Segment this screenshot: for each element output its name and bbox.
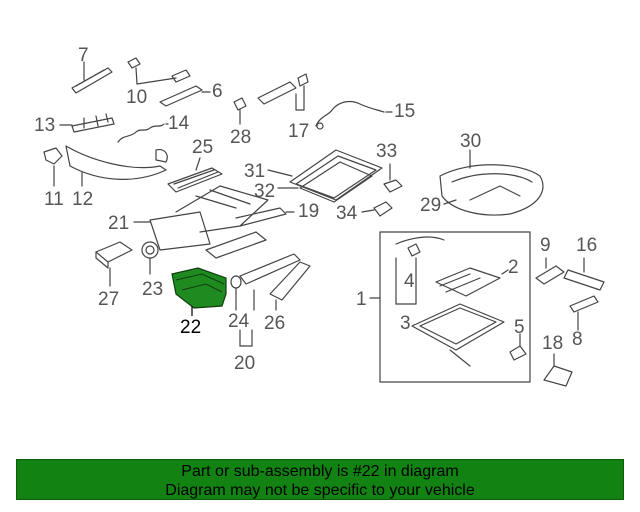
part-22-highlighted	[171, 267, 227, 316]
callout-10: 10	[126, 87, 148, 108]
part-3-seat-pan	[411, 303, 505, 367]
part-14	[117, 123, 169, 143]
part-21	[133, 185, 269, 251]
part-20-24	[205, 231, 301, 347]
part-25	[167, 157, 223, 193]
parts-diagram	[43, 57, 605, 387]
part-2-4	[395, 236, 509, 305]
part-30	[439, 149, 544, 216]
callout-29: 29	[420, 195, 442, 216]
part-12	[65, 145, 168, 187]
callout-27: 27	[98, 289, 120, 310]
assembly-1-box	[379, 231, 531, 383]
banner-line-2: Diagram may not be specific to your vehi…	[165, 482, 475, 499]
part-10	[127, 57, 191, 85]
part-6	[159, 85, 211, 107]
callout-8: 8	[572, 329, 583, 350]
callout-21: 21	[108, 213, 130, 234]
banner-line-1: Part or sub-assembly is #22 in diagram	[181, 463, 459, 480]
part-26	[269, 261, 311, 311]
callout-34: 34	[336, 203, 358, 224]
callout-3: 3	[400, 313, 411, 334]
part-7	[71, 61, 113, 94]
callout-33: 33	[376, 141, 398, 162]
callout-6: 6	[212, 81, 223, 102]
callout-16: 16	[576, 235, 598, 256]
part-19	[235, 207, 295, 227]
part-8	[569, 295, 599, 331]
callout-17: 17	[288, 121, 310, 142]
callout-2: 2	[508, 257, 519, 278]
callout-19: 19	[298, 201, 320, 222]
info-banner: Part or sub-assembly is #22 in diagram D…	[16, 459, 624, 500]
callout-24: 24	[228, 311, 250, 332]
callout-5: 5	[514, 317, 525, 338]
callout-11: 11	[44, 189, 64, 210]
callout-20: 20	[234, 353, 256, 374]
callout-30: 30	[460, 131, 482, 152]
callout-7: 7	[78, 45, 89, 66]
callout-22: 22	[180, 317, 202, 338]
callout-4: 4	[404, 271, 415, 292]
part-23	[141, 241, 159, 275]
part-5	[509, 333, 527, 361]
part-33	[383, 163, 403, 193]
leader-29	[443, 199, 457, 205]
part-11	[43, 147, 63, 187]
callout-15: 15	[394, 101, 416, 122]
callout-18: 18	[542, 333, 564, 354]
callout-1: 1	[356, 289, 367, 310]
part-34	[361, 201, 393, 217]
callout-13: 13	[34, 115, 56, 136]
callout-26: 26	[264, 313, 286, 334]
callout-9: 9	[540, 235, 551, 256]
part-17	[257, 73, 309, 111]
callout-31: 31	[244, 161, 266, 182]
callout-32: 32	[254, 181, 276, 202]
part-15	[315, 100, 393, 130]
part-13	[59, 113, 115, 133]
callout-25: 25	[192, 137, 214, 158]
callout-23: 23	[142, 279, 164, 300]
callout-12: 12	[72, 189, 94, 210]
part-31-32	[267, 149, 383, 203]
part-16	[563, 257, 605, 291]
part-28	[233, 97, 247, 125]
part-27	[95, 241, 133, 287]
part-18	[543, 353, 573, 387]
part-9	[535, 257, 565, 285]
callout-28: 28	[230, 127, 252, 148]
callout-14: 14	[168, 113, 190, 134]
